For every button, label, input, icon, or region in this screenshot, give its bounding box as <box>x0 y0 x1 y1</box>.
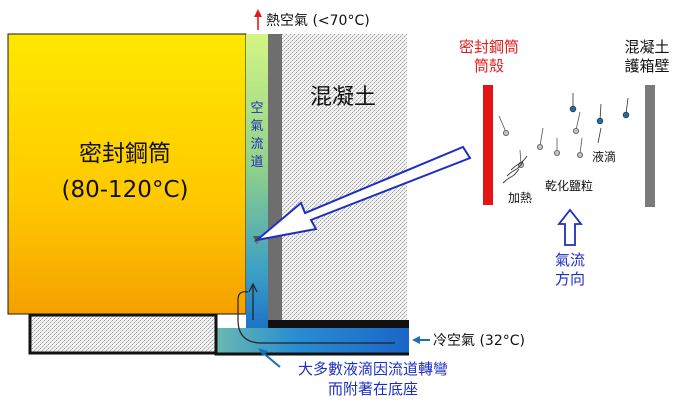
bottom-note-arrow <box>258 348 281 368</box>
inset-shell-label-1: 密封鋼筒 <box>459 38 519 56</box>
salt-particles <box>498 111 584 168</box>
hot-air-label: 熱空氣 (<70°C) <box>266 13 370 29</box>
cold-air-arrow <box>412 336 430 344</box>
bottom-note-line1: 大多數液滴因流道轉彎 <box>298 360 448 378</box>
air-channel-label: 空 氣 流 道 <box>250 101 263 170</box>
canister-temperature: (80-120°C) <box>62 177 189 203</box>
flow-path <box>237 291 395 344</box>
flow-direction-label-2: 方向 <box>555 270 585 288</box>
canister-title: 密封鋼筒 <box>79 141 171 167</box>
droplet-particles <box>569 93 630 125</box>
droplet-label: 液滴 <box>592 149 616 164</box>
bottom-note-line2: 而附著在底座 <box>328 380 418 398</box>
dry-salt-label: 乾化鹽粒 <box>545 178 593 193</box>
concrete-overpack <box>28 34 407 355</box>
inset-shell-label-2: 筒殼 <box>474 57 504 75</box>
inset-overpack-label-2: 護箱壁 <box>624 57 669 75</box>
heating-icon <box>502 155 528 184</box>
air-channel <box>246 34 268 334</box>
droplet-pointer <box>597 127 602 144</box>
zoom-callout-arrow <box>253 145 472 242</box>
cold-air-label: 冷空氣 (32°C) <box>433 333 525 349</box>
svg-text:道: 道 <box>250 155 263 170</box>
sealed-canister <box>7 33 247 315</box>
inset-overpack-label-1: 混凝土 <box>624 38 669 56</box>
concrete-label: 混凝土 <box>310 85 376 110</box>
canister-shell-wall <box>483 85 493 205</box>
inset-panel: 密封鋼筒 筒殼 混凝土 護箱壁 液滴 加熱 乾化鹽粒 <box>459 38 670 288</box>
air-channel-inlet <box>216 328 409 354</box>
flow-direction-label-1: 氣流 <box>555 251 585 269</box>
svg-text:流: 流 <box>250 137 263 152</box>
svg-text:氣: 氣 <box>250 119 263 134</box>
flow-direction-icon <box>557 208 583 246</box>
overpack-wall <box>645 85 655 207</box>
svg-text:空: 空 <box>250 101 263 116</box>
heating-label: 加熱 <box>508 191 532 205</box>
